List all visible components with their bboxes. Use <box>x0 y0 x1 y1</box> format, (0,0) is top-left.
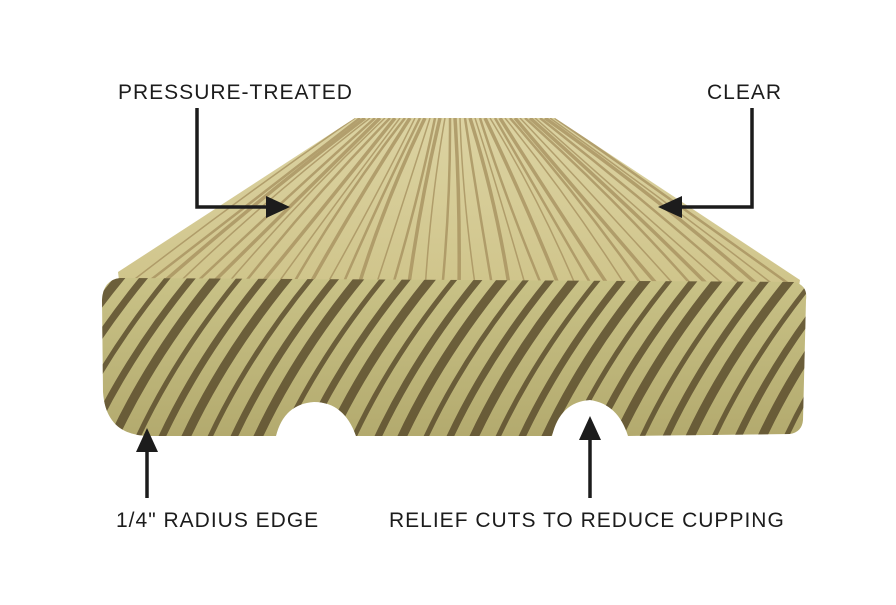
growth-ring <box>728 278 807 436</box>
growth-ring <box>102 278 149 436</box>
pressure-treated-leader <box>195 108 268 209</box>
grain-line <box>543 118 768 292</box>
grain-line <box>478 118 546 292</box>
arrow-right-icon <box>266 196 290 218</box>
growth-ring <box>129 278 244 436</box>
growth-ring <box>224 278 341 436</box>
grain-line <box>468 118 512 292</box>
grain-line <box>287 118 406 292</box>
growth-ring <box>417 278 532 436</box>
growth-ring <box>656 278 773 436</box>
grain-line <box>489 118 580 292</box>
growth-ring <box>852 275 896 450</box>
grain-line <box>534 118 733 292</box>
grain-line <box>202 118 382 292</box>
grain-line <box>304 118 412 292</box>
growth-ring <box>679 278 798 436</box>
grain-line <box>373 118 431 292</box>
growth-ring <box>102 278 126 436</box>
growth-ring <box>345 278 460 436</box>
growth-ring <box>535 278 654 436</box>
grain-line <box>453 118 461 292</box>
grain-line <box>406 118 442 292</box>
arrow-up-icon <box>579 416 601 440</box>
grain-line <box>513 118 665 292</box>
grain-line <box>150 118 367 292</box>
grain-line <box>440 118 452 292</box>
grain-line <box>483 118 563 292</box>
grain-line <box>474 118 528 292</box>
growth-ring <box>152 278 269 436</box>
growth-ring <box>175 278 294 436</box>
grain-line <box>424 118 446 292</box>
grain-line <box>498 118 614 292</box>
grain-line <box>539 118 750 292</box>
growth-ring <box>800 278 807 436</box>
clear-label: CLEAR <box>707 81 783 104</box>
grain-line <box>463 118 495 292</box>
grain-line <box>355 118 427 292</box>
growth-ring <box>0 275 26 450</box>
growth-ring <box>777 278 807 436</box>
arrow-up-icon <box>136 428 158 452</box>
grain-line <box>493 118 597 292</box>
growth-ring <box>247 278 366 436</box>
clear-leader <box>680 108 754 209</box>
grain-line <box>528 118 717 292</box>
callout-lines <box>145 108 754 498</box>
growth-ring <box>368 278 485 436</box>
grain-line <box>509 118 648 292</box>
grain-line <box>270 118 401 292</box>
growth-ring <box>512 278 629 436</box>
growth-ring <box>633 278 748 436</box>
relief-cuts-label: RELIEF CUTS TO REDUCE CUPPING <box>389 509 785 532</box>
grain-line <box>459 118 477 292</box>
grain-line <box>236 118 391 292</box>
growth-ring <box>463 278 582 436</box>
grain-line <box>389 118 437 292</box>
growth-ring <box>0 275 74 450</box>
grain-line <box>185 118 376 292</box>
board-end-face <box>0 275 896 450</box>
growth-ring <box>0 275 98 450</box>
growth-ring <box>828 275 896 450</box>
grain-line <box>134 118 361 292</box>
growth-ring <box>751 278 807 436</box>
grain-line <box>118 118 356 292</box>
growth-ring <box>440 278 557 436</box>
grain-line <box>338 118 422 292</box>
board-top-face <box>118 118 800 292</box>
growth-ring <box>391 278 510 436</box>
growth-ring <box>102 278 172 436</box>
pressure-treated-label: PRESSURE-TREATED <box>118 81 353 104</box>
radius-edge-label: 1/4" RADIUS EDGE <box>116 509 320 532</box>
arrow-left-icon <box>658 196 682 218</box>
grain-line <box>549 118 784 292</box>
grain-line <box>321 118 416 292</box>
grain-line <box>253 118 397 292</box>
grain-line <box>519 118 682 292</box>
growth-ring <box>201 278 316 436</box>
growth-ring <box>0 275 50 450</box>
grain-line <box>219 118 386 292</box>
growth-ring <box>489 278 604 436</box>
grain-line <box>524 118 699 292</box>
callout-arrowheads <box>136 196 682 452</box>
growth-ring <box>705 278 807 436</box>
grain-line <box>504 118 631 292</box>
growth-ring <box>102 278 197 436</box>
